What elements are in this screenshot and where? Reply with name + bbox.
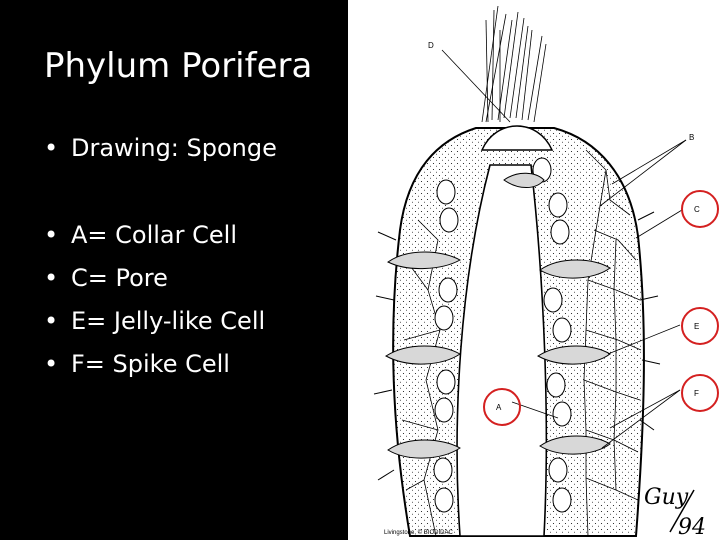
bullet-marker: •	[44, 134, 59, 162]
collar-cell-column-left	[433, 179, 459, 513]
flagella-tuft	[481, 5, 547, 123]
artist-signature-name: Guy	[644, 485, 689, 510]
slide-title: Phylum Porifera	[44, 46, 313, 86]
sponge-diagram: D B C E F A Guy 94 Livingstone, © BIODID…	[348, 0, 720, 540]
bullet-item: • C= Pore	[44, 264, 277, 293]
bullet-marker: •	[44, 221, 59, 249]
bullet-marker: •	[44, 264, 59, 292]
label-a-circle	[483, 388, 521, 426]
exterior-spicules	[373, 211, 661, 481]
image-credit: Livingstone, © BIODIDAC	[384, 529, 453, 536]
bullet-item: • E= Jelly-like Cell	[44, 307, 277, 336]
label-c-circle	[681, 190, 719, 228]
label-c: C	[694, 205, 700, 214]
signature-slash	[669, 489, 695, 533]
central-cavity	[456, 164, 548, 537]
bullet-item: • Drawing: Sponge	[44, 134, 277, 163]
bullet-text: A= Collar Cell	[71, 221, 237, 249]
label-f-circle	[681, 374, 719, 412]
bullet-text: C= Pore	[71, 264, 168, 292]
label-e: E	[694, 322, 699, 331]
bullet-text: E= Jelly-like Cell	[71, 307, 266, 335]
label-b: B	[689, 133, 694, 142]
osculum-rim	[480, 125, 554, 151]
text-panel: Phylum Porifera • Drawing: Sponge • A= Col…	[0, 0, 348, 540]
bullet-text: F= Spike Cell	[71, 350, 230, 378]
label-a: A	[496, 403, 502, 412]
label-e-circle	[681, 307, 719, 345]
highlight-circles	[483, 190, 719, 426]
collar-cell-column-right	[532, 157, 572, 513]
label-f: F	[694, 389, 699, 398]
artist-signature-year: 94	[678, 515, 706, 540]
sponge-drawing: D B C E F A Guy 94 Livingstone, © BIODID…	[373, 5, 719, 540]
bullet-marker: •	[44, 307, 59, 335]
bullet-list: • Drawing: Sponge • A= Collar Cell • C= Por…	[44, 134, 277, 393]
label-d: D	[428, 41, 434, 50]
bullet-item: • F= Spike Cell	[44, 350, 277, 379]
bullet-text: Drawing: Sponge	[71, 134, 277, 162]
label-leaders	[441, 49, 687, 449]
bullet-item: • A= Collar Cell	[44, 221, 277, 250]
spike-cells	[385, 172, 611, 459]
bullet-marker: •	[44, 350, 59, 378]
